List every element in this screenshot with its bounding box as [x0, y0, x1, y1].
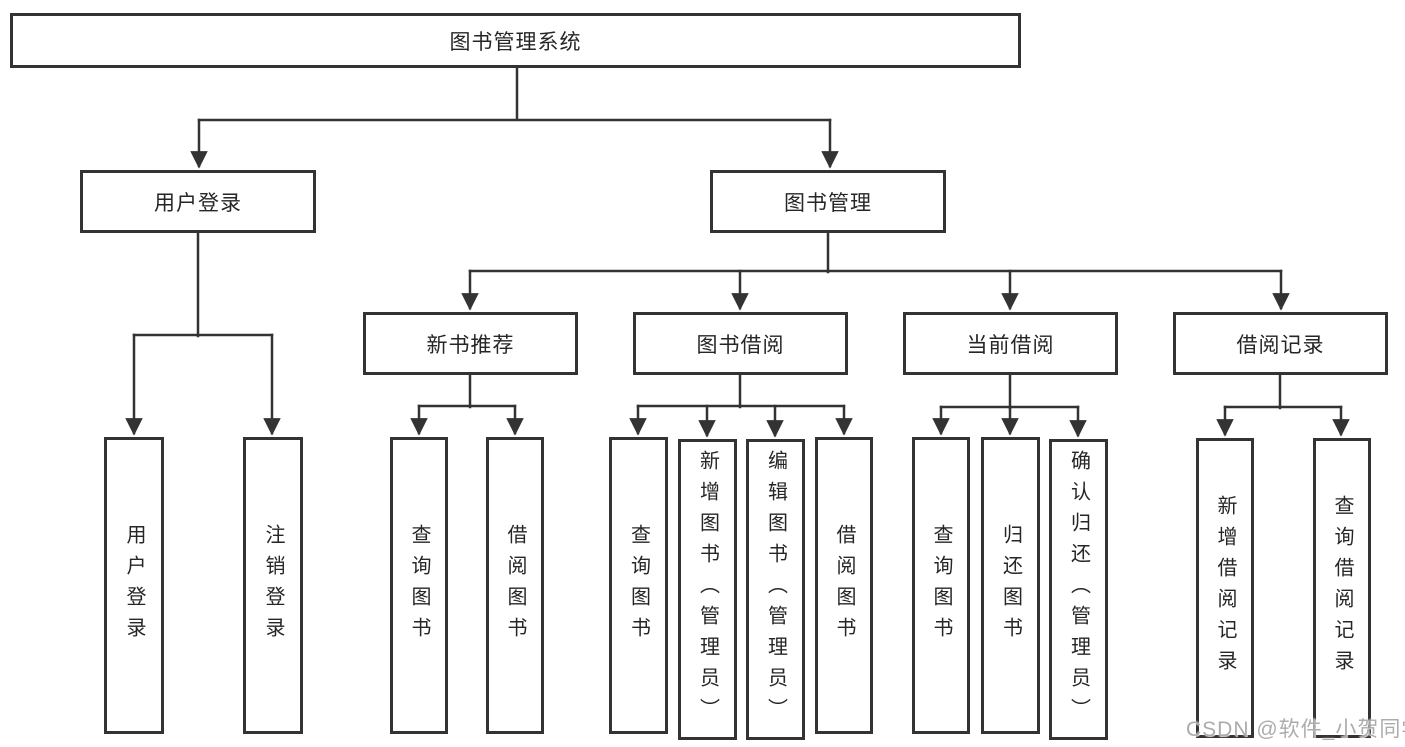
leaf-query-borrow-record: 查询借阅记录	[1313, 438, 1371, 738]
node-label: 借阅记录	[1236, 333, 1325, 357]
node-label: 确认归还（管理员）	[1067, 450, 1090, 729]
leaf-return-books: 归还图书	[981, 437, 1040, 734]
node-label: 查询图书	[930, 523, 952, 648]
csdn-watermark: CSDN @软件_小贺同学	[1186, 718, 1405, 741]
node-label: 图书管理系统	[449, 30, 582, 54]
node-label: 借阅图书	[504, 523, 526, 648]
leaf-borrow-books: 借阅图书	[815, 437, 873, 734]
node-label: 新书推荐	[426, 333, 515, 357]
node-borrowing-records: 借阅记录	[1173, 312, 1388, 375]
leaf-logout: 注销登录	[243, 437, 303, 734]
leaf-query-books: 查询图书	[912, 437, 970, 734]
leaf-query-books: 查询图书	[390, 437, 448, 734]
node-library-management-system: 图书管理系统	[10, 13, 1021, 68]
node-book-management-branch: 图书管理	[710, 170, 946, 233]
leaf-query-books: 查询图书	[609, 437, 668, 734]
node-new-book-recommend: 新书推荐	[363, 312, 578, 375]
node-label: 图书管理	[784, 191, 872, 215]
node-label: 新增图书（管理员）	[696, 450, 719, 729]
node-label: 查询图书	[408, 523, 430, 648]
node-label: 归还图书	[999, 523, 1022, 648]
node-label: 编辑图书（管理员）	[764, 450, 787, 729]
leaf-user-login: 用户登录	[104, 437, 164, 734]
leaf-edit-books-admin: 编辑图书（管理员）	[746, 439, 805, 740]
node-label: 用户登录	[123, 523, 145, 648]
node-label: 新增借阅记录	[1214, 495, 1236, 681]
node-label: 当前借阅	[966, 333, 1055, 357]
leaf-add-books-admin: 新增图书（管理员）	[678, 439, 737, 740]
node-current-borrowing: 当前借阅	[903, 312, 1118, 375]
leaf-add-borrow-record: 新增借阅记录	[1196, 438, 1254, 738]
node-label: 查询图书	[627, 523, 650, 648]
node-label: 图书借阅	[696, 333, 785, 357]
node-user-login-branch: 用户登录	[80, 170, 316, 233]
node-label: 借阅图书	[833, 523, 855, 648]
node-label: 注销登录	[262, 523, 284, 648]
leaf-confirm-return-admin: 确认归还（管理员）	[1049, 439, 1108, 740]
node-label: 用户登录	[154, 191, 242, 215]
node-book-borrowing: 图书借阅	[633, 312, 848, 375]
node-label: 查询借阅记录	[1331, 495, 1353, 681]
leaf-borrow-books: 借阅图书	[486, 437, 544, 734]
